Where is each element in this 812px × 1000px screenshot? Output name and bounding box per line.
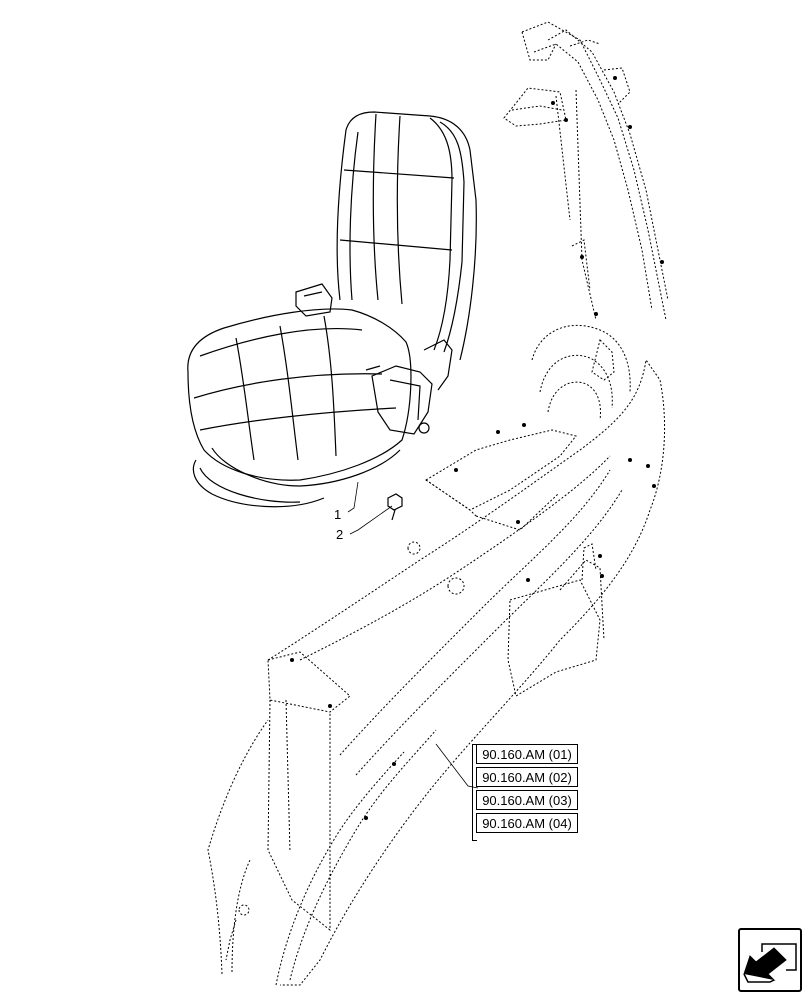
reference-bracket [472, 744, 477, 841]
reference-link-01[interactable]: 90.160.AM (01) [476, 744, 578, 764]
callout-2: 2 [336, 527, 344, 542]
reference-link-03[interactable]: 90.160.AM (03) [476, 790, 578, 810]
fender-fastener-dots [290, 76, 664, 820]
reference-link-04[interactable]: 90.160.AM (04) [476, 813, 578, 833]
callout-1: 1 [334, 507, 342, 522]
reference-list: 90.160.AM (01) 90.160.AM (02) 90.160.AM … [476, 744, 578, 836]
previous-page-button[interactable] [738, 928, 802, 992]
previous-page-arrow-icon [743, 943, 797, 983]
reference-link-02[interactable]: 90.160.AM (02) [476, 767, 578, 787]
operator-seat [187, 111, 477, 508]
bolt-part [387, 493, 403, 521]
fender-assembly [207, 21, 669, 986]
leader-lines [347, 481, 479, 789]
